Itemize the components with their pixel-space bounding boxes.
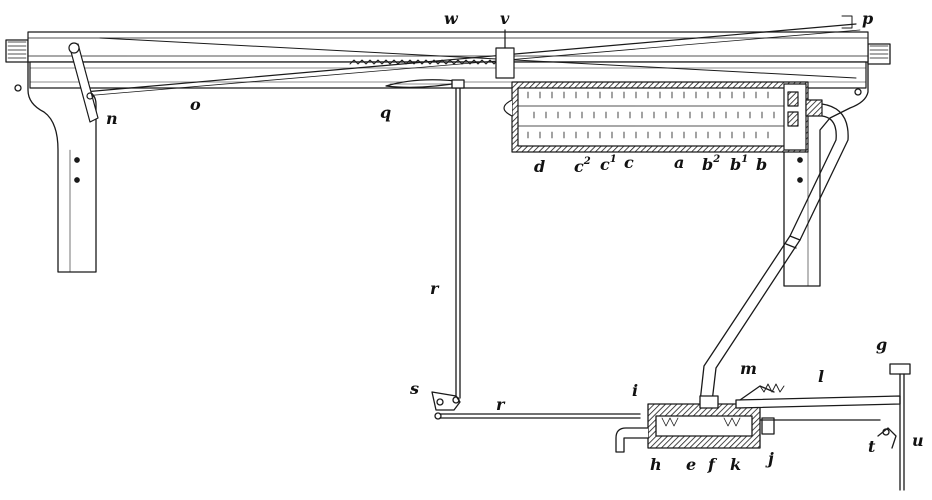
top-rail	[27, 15, 869, 123]
label-b1: b1	[730, 154, 748, 174]
label-f: f	[707, 455, 718, 474]
label-r-upper: r	[430, 279, 440, 298]
rod-r	[431, 79, 641, 420]
label-o: o	[190, 95, 201, 114]
label-h: h	[650, 455, 662, 474]
right-frame	[783, 43, 891, 287]
labels: p w v n o q d c2 c1 c a b2 b1 b r s r i …	[106, 9, 924, 474]
label-b2: b2	[702, 154, 720, 174]
label-b: b	[756, 155, 767, 174]
label-c1: c1	[600, 154, 617, 174]
valve-body	[615, 395, 775, 453]
label-r-lower: r	[496, 395, 506, 414]
label-j: j	[765, 449, 774, 468]
label-l: l	[818, 367, 824, 386]
label-g: g	[876, 335, 887, 354]
label-k: k	[730, 455, 741, 474]
label-c2: c2	[574, 156, 591, 176]
label-i: i	[632, 381, 638, 400]
label-d: d	[534, 157, 545, 176]
label-c: c	[624, 153, 634, 172]
cylinder-assembly	[503, 81, 823, 153]
label-w: w	[444, 9, 459, 28]
label-p: p	[862, 9, 873, 28]
label-a: a	[674, 153, 684, 172]
label-m: m	[740, 359, 757, 378]
label-t: t	[868, 437, 876, 456]
label-u: u	[912, 431, 924, 450]
hose	[699, 103, 849, 403]
label-v: v	[500, 9, 510, 28]
label-n: n	[106, 109, 118, 128]
label-e: e	[686, 455, 696, 474]
lever-l	[735, 363, 911, 491]
label-s: s	[409, 379, 419, 398]
label-q: q	[380, 103, 391, 122]
